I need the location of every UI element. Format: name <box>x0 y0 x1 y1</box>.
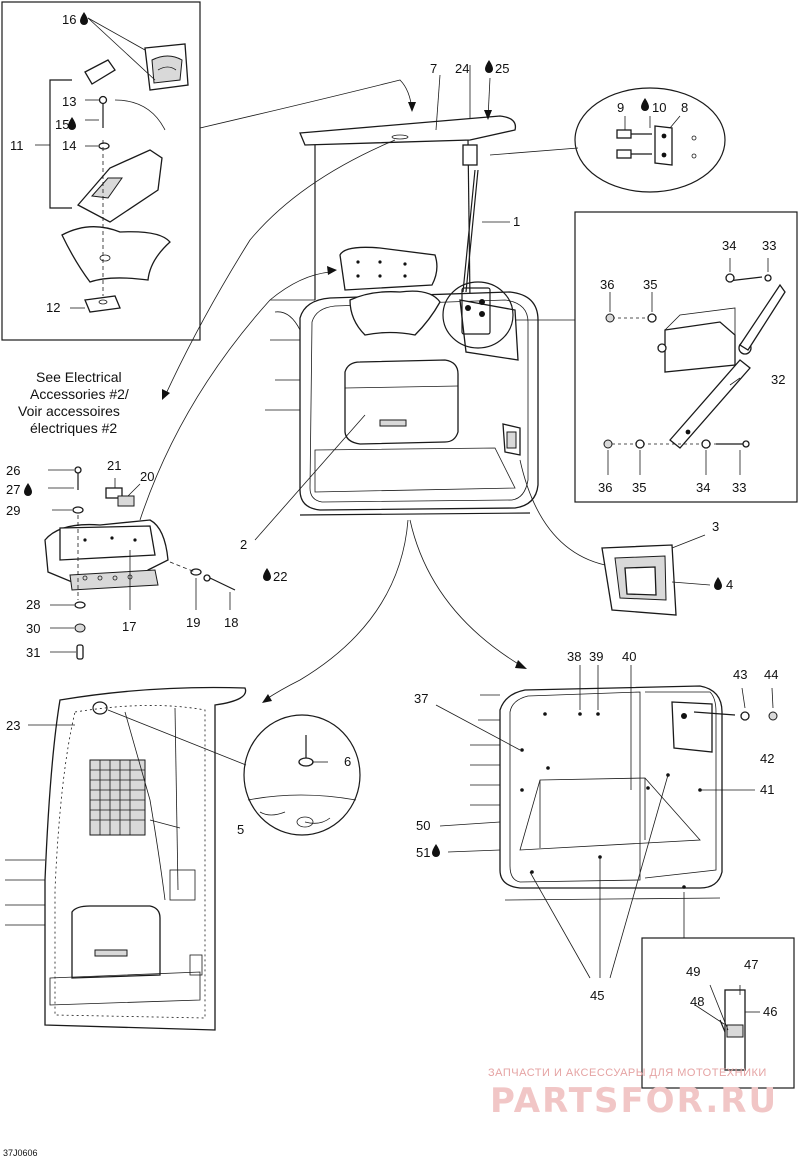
callout-40: 40 <box>622 649 636 664</box>
drop-icon <box>714 577 722 590</box>
callout-30: 30 <box>26 621 40 636</box>
callout-35a: 35 <box>643 277 657 292</box>
detail-box-latch <box>1 1 201 341</box>
note-line-3: Voir accessoires <box>18 403 120 419</box>
watermark: ЗАПЧАСТИ И АКСЕССУАРЫ ДЛЯ МОТОТЕХНИКИ PA… <box>488 1067 778 1121</box>
drop-icon <box>263 568 271 581</box>
watermark-logo: PARTSFOR.RU <box>490 1081 778 1121</box>
callout-20: 20 <box>140 469 154 484</box>
callout-13: 13 <box>62 94 76 109</box>
callout-8: 8 <box>681 100 688 115</box>
callout-6: 6 <box>344 754 351 769</box>
detail-box-bracket <box>515 211 798 503</box>
callout-51: 51 <box>416 845 430 860</box>
handle-detail <box>519 459 711 616</box>
callout-36a: 36 <box>600 277 614 292</box>
callout-17: 17 <box>122 619 136 634</box>
callout-3: 3 <box>712 519 719 534</box>
storage-box <box>435 665 778 979</box>
drop-icon <box>485 60 493 73</box>
electrical-note: See Electrical Accessories #2/ Voir acce… <box>18 369 129 436</box>
callout-16: 16 <box>62 12 76 27</box>
callout-19: 19 <box>186 615 200 630</box>
drop-icon <box>432 844 440 857</box>
callout-29: 29 <box>6 503 20 518</box>
callout-2: 2 <box>240 537 247 552</box>
callout-31: 31 <box>26 645 40 660</box>
callout-38: 38 <box>567 649 581 664</box>
detail-box-hinge-strip <box>641 937 795 1089</box>
mount-bracket <box>44 466 236 660</box>
callout-47: 47 <box>744 957 758 972</box>
sealant-drop-icons <box>24 12 722 857</box>
callout-5: 5 <box>237 822 244 837</box>
watermark-tagline: ЗАПЧАСТИ И АКСЕССУАРЫ ДЛЯ МОТОТЕХНИКИ <box>488 1067 767 1079</box>
interior-view <box>5 686 247 1031</box>
callout-43: 43 <box>733 667 747 682</box>
callout-50: 50 <box>416 818 430 833</box>
callout-48: 48 <box>690 994 704 1009</box>
callout-25: 25 <box>495 61 509 76</box>
callout-44: 44 <box>764 667 778 682</box>
callout-32: 32 <box>771 372 785 387</box>
callout-18: 18 <box>224 615 238 630</box>
drop-icon <box>80 12 88 25</box>
detail-circle-hinge <box>489 87 726 193</box>
callout-42: 42 <box>760 751 774 766</box>
callout-11: 11 <box>10 138 24 153</box>
callout-4: 4 <box>726 577 733 592</box>
callout-33a: 33 <box>762 238 776 253</box>
callout-15: 15 <box>55 117 69 132</box>
callout-35b: 35 <box>632 480 646 495</box>
callout-41: 41 <box>760 782 774 797</box>
callout-39: 39 <box>589 649 603 664</box>
callout-37: 37 <box>414 691 428 706</box>
callout-22: 22 <box>273 569 287 584</box>
drop-icon <box>68 117 76 130</box>
callout-23: 23 <box>6 718 20 733</box>
note-line-4: électriques #2 <box>30 420 117 436</box>
callout-9: 9 <box>617 100 624 115</box>
callout-7: 7 <box>430 61 437 76</box>
callout-14: 14 <box>62 138 76 153</box>
drawing-code: 37J0606 <box>3 1148 38 1158</box>
connector-arrows <box>28 65 527 829</box>
callout-34a: 34 <box>722 238 736 253</box>
callout-10: 10 <box>652 100 666 115</box>
callout-12: 12 <box>46 300 60 315</box>
callout-34b: 34 <box>696 480 710 495</box>
drop-icon <box>641 98 649 111</box>
callout-27: 27 <box>6 482 20 497</box>
callout-49: 49 <box>686 964 700 979</box>
callout-36b: 36 <box>598 480 612 495</box>
callout-24: 24 <box>455 61 469 76</box>
callout-1: 1 <box>513 214 520 229</box>
detail-circle-screw <box>107 709 361 836</box>
drop-icon <box>24 483 32 496</box>
callouts: 1 2 3 4 5 6 7 8 9 10 11 12 13 14 15 16 1… <box>6 12 785 1019</box>
note-line-1: See Electrical <box>36 369 122 385</box>
callout-28: 28 <box>26 597 40 612</box>
main-compartment <box>265 115 539 516</box>
callout-21: 21 <box>107 458 121 473</box>
callout-33b: 33 <box>732 480 746 495</box>
note-line-2: Accessories #2/ <box>30 386 129 402</box>
callout-45: 45 <box>590 988 604 1003</box>
callout-46: 46 <box>763 1004 777 1019</box>
callout-26: 26 <box>6 463 20 478</box>
